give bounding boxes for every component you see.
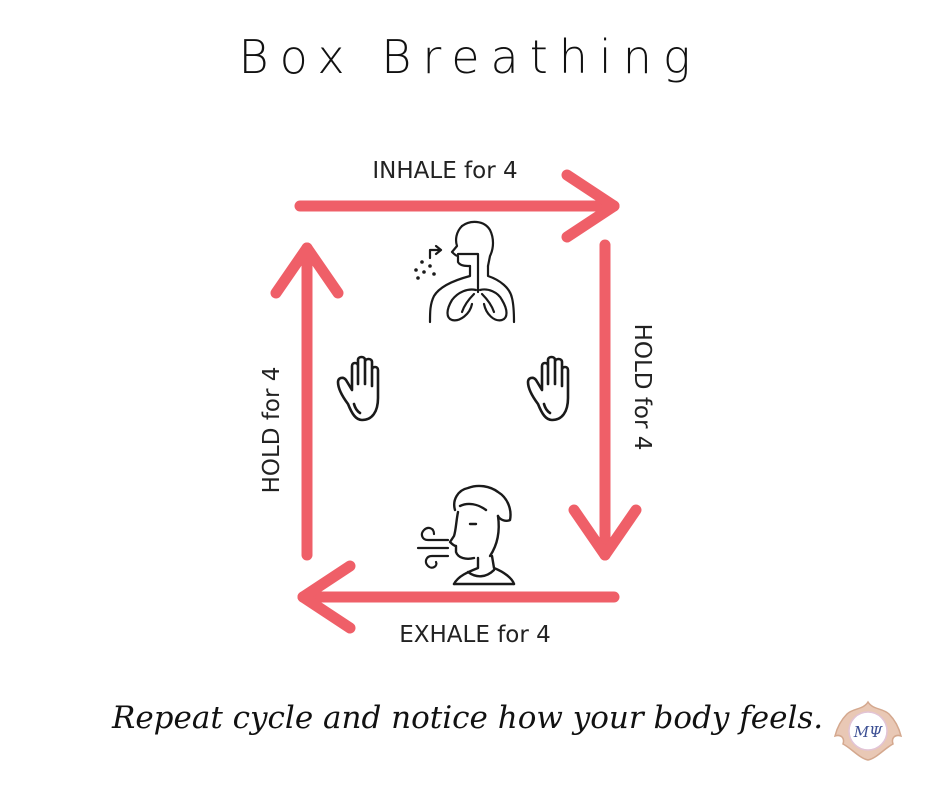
- label-hold-left: HOLD for 4: [259, 367, 285, 494]
- person-exhale-icon: [450, 486, 514, 584]
- brand-logo: MΨ: [833, 700, 903, 762]
- label-hold-right: HOLD for 4: [629, 324, 655, 451]
- exhale-air-icon: [418, 528, 448, 568]
- raised-hand-icon: [528, 357, 568, 420]
- arrow-exhale: [303, 566, 614, 628]
- breath-dots: [414, 260, 436, 280]
- raised-hand-icon: [338, 357, 378, 420]
- logo-text: MΨ: [853, 723, 883, 741]
- label-exhale: EXHALE for 4: [399, 622, 551, 648]
- footer-caption: Repeat cycle and notice how your body fe…: [112, 700, 823, 736]
- arrow-hold-left: [276, 248, 338, 555]
- arrow-inhale: [300, 175, 614, 237]
- person-inhale-lungs-icon: [430, 222, 514, 322]
- label-inhale: INHALE for 4: [372, 158, 517, 184]
- arrow-hold-right: [574, 245, 636, 555]
